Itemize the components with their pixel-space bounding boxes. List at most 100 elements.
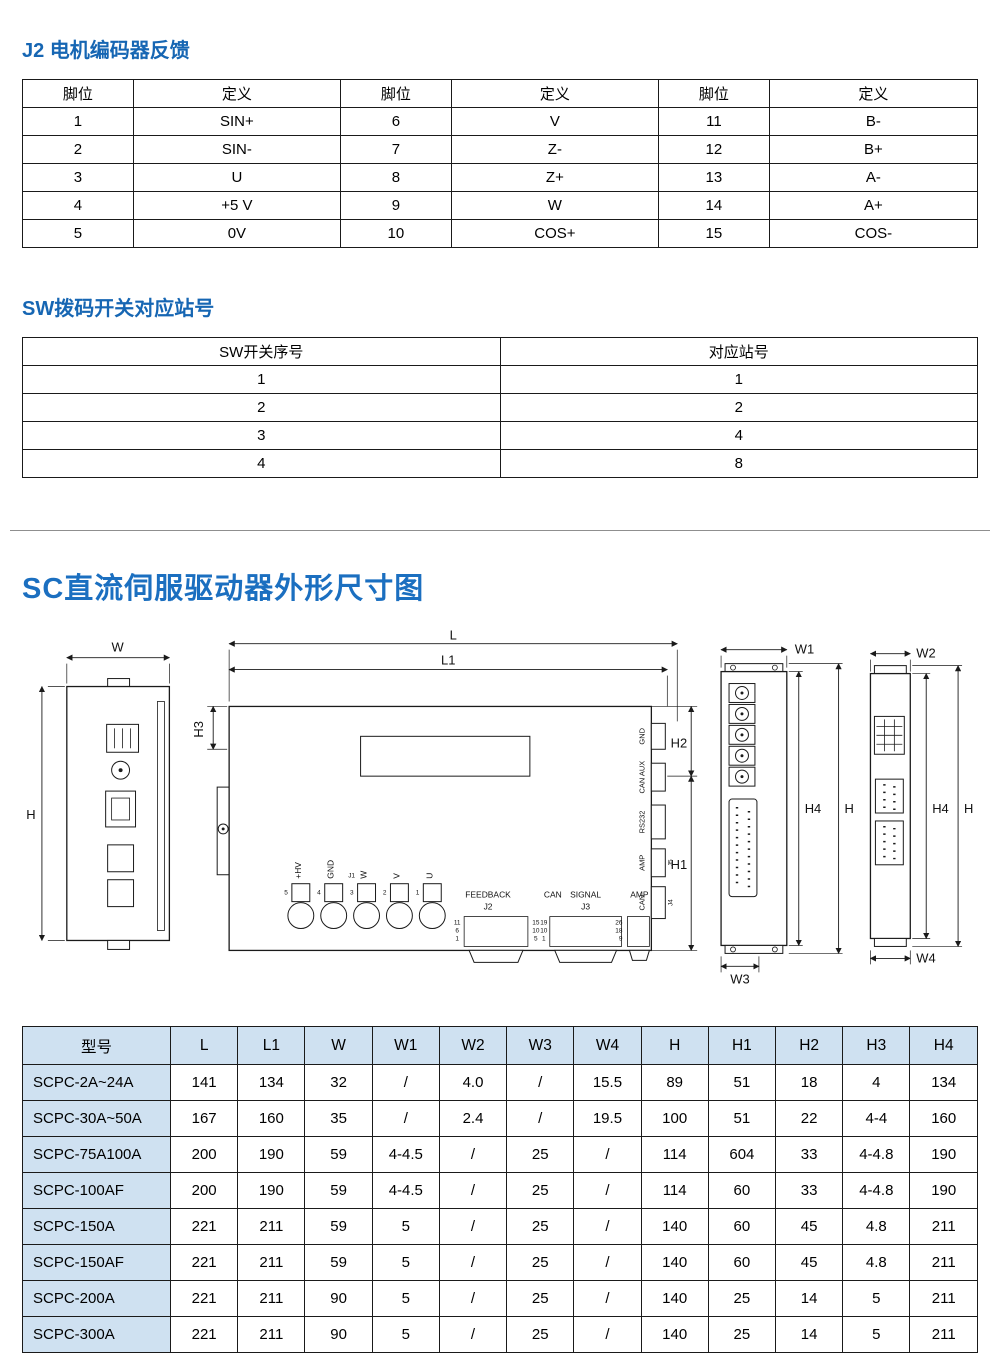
terminal-label-hv: +HV <box>293 862 303 879</box>
table-cell: 51 <box>707 1064 777 1101</box>
table-cell: / <box>506 1064 575 1101</box>
rj45-port <box>105 790 137 828</box>
table-cell: 4 <box>842 1064 911 1101</box>
pin-number: 1 <box>455 935 459 942</box>
table-cell: SCPC-200A <box>21 1280 172 1317</box>
bottom-connectors: FEEDBACK J2 CAN SIGNAL J3 AMP 11 6 1 15 … <box>454 890 651 963</box>
table-cell: 160 <box>909 1100 978 1137</box>
side-view-right: W2 H4 <box>869 646 973 965</box>
table-cell: 211 <box>237 1316 306 1353</box>
column-header: W <box>304 1026 373 1065</box>
dim-label-h-rear: H <box>845 801 854 816</box>
table-cell: SCPC-300A <box>21 1316 172 1353</box>
table-cell: B+ <box>768 135 979 164</box>
table-cell: 15.5 <box>573 1064 642 1101</box>
label-rs232: RS232 <box>637 811 646 834</box>
table-cell: 167 <box>170 1100 239 1137</box>
pin-number: 15 <box>532 920 540 927</box>
table-cell: 25 <box>707 1316 777 1353</box>
table-cell: 211 <box>909 1208 978 1245</box>
table-cell: 221 <box>170 1280 239 1317</box>
table-cell: 59 <box>304 1244 373 1281</box>
table-cell: 90 <box>304 1316 373 1353</box>
amp-dsub-shell <box>628 949 651 961</box>
connector-amp-j5 <box>650 848 666 878</box>
table-cell: 604 <box>707 1136 777 1173</box>
table-cell: SCPC-150A <box>21 1208 172 1245</box>
table-cell: 2.4 <box>438 1100 508 1137</box>
table-cell: 4 <box>499 421 978 450</box>
table-cell: 4.8 <box>842 1244 911 1281</box>
table-cell: 2 <box>22 135 134 164</box>
column-header: H2 <box>774 1026 844 1065</box>
table-cell: 12 <box>658 135 770 164</box>
table-cell: 211 <box>909 1244 978 1281</box>
pin-number: 11 <box>454 920 461 927</box>
dimension-drawing: W H <box>22 628 978 1002</box>
table-cell: 89 <box>640 1064 709 1101</box>
table-cell: 3 <box>22 421 501 450</box>
label-amp: AMP <box>630 890 649 900</box>
table-cell: / <box>371 1100 440 1137</box>
j2-connector-face <box>463 916 529 947</box>
table-header-row: 脚位定义脚位定义脚位定义 <box>22 79 979 108</box>
terminal-screw <box>320 902 348 930</box>
column-header: 定义 <box>132 79 342 108</box>
table-cell: 25 <box>707 1280 777 1317</box>
terminal-screw <box>418 902 446 930</box>
j3-dsub-shell <box>554 949 618 963</box>
label-j5: J5 <box>667 859 674 866</box>
display-window <box>360 735 531 777</box>
section-title-sw: SW拨码开关对应站号 <box>22 298 215 320</box>
terminal-screw <box>287 902 315 930</box>
table-cell: 221 <box>170 1316 239 1353</box>
table-cell: 9 <box>340 191 452 220</box>
table-cell: 190 <box>237 1172 306 1209</box>
table-cell: SCPC-150AF <box>21 1244 172 1281</box>
table-cell: / <box>573 1280 642 1317</box>
table-cell: / <box>438 1208 508 1245</box>
table-cell: 25 <box>506 1136 575 1173</box>
table-cell: 3 <box>22 163 134 192</box>
table-cell: 140 <box>640 1208 709 1245</box>
mounting-flange-top-2 <box>873 665 907 675</box>
table-cell: 160 <box>237 1100 306 1137</box>
pin-number: 10 <box>540 928 548 935</box>
table-cell: 200 <box>170 1136 239 1173</box>
column-header: H <box>640 1026 709 1065</box>
column-header: 脚位 <box>22 79 134 108</box>
table-cell: / <box>438 1172 508 1209</box>
front-view: L L1 H3 GND CAN AUX <box>191 628 698 963</box>
label-j3: J3 <box>581 902 590 912</box>
table-cell: 4 <box>22 449 501 478</box>
dim-label-w4: W4 <box>916 950 935 965</box>
table-cell: COS+ <box>450 219 660 248</box>
mounting-flange-bottom <box>724 944 784 954</box>
table-cell: 60 <box>707 1244 777 1281</box>
table-cell: 190 <box>909 1136 978 1173</box>
table-cell: 8 <box>340 163 452 192</box>
section-title-encoder: J2 电机编码器反馈 <box>22 40 190 62</box>
column-header: H1 <box>707 1026 777 1065</box>
pin-number: 9 <box>619 935 623 942</box>
table-cell: 211 <box>237 1244 306 1281</box>
table-cell: +5 V <box>132 191 342 220</box>
table-cell: 4.0 <box>438 1064 508 1101</box>
table-cell: 25 <box>506 1280 575 1317</box>
pin-number: 18 <box>615 928 623 935</box>
table-cell: 0V <box>132 219 342 248</box>
dim-label-h3: H3 <box>191 721 206 738</box>
column-header: 型号 <box>21 1026 172 1065</box>
connector-can-aux <box>650 762 666 792</box>
